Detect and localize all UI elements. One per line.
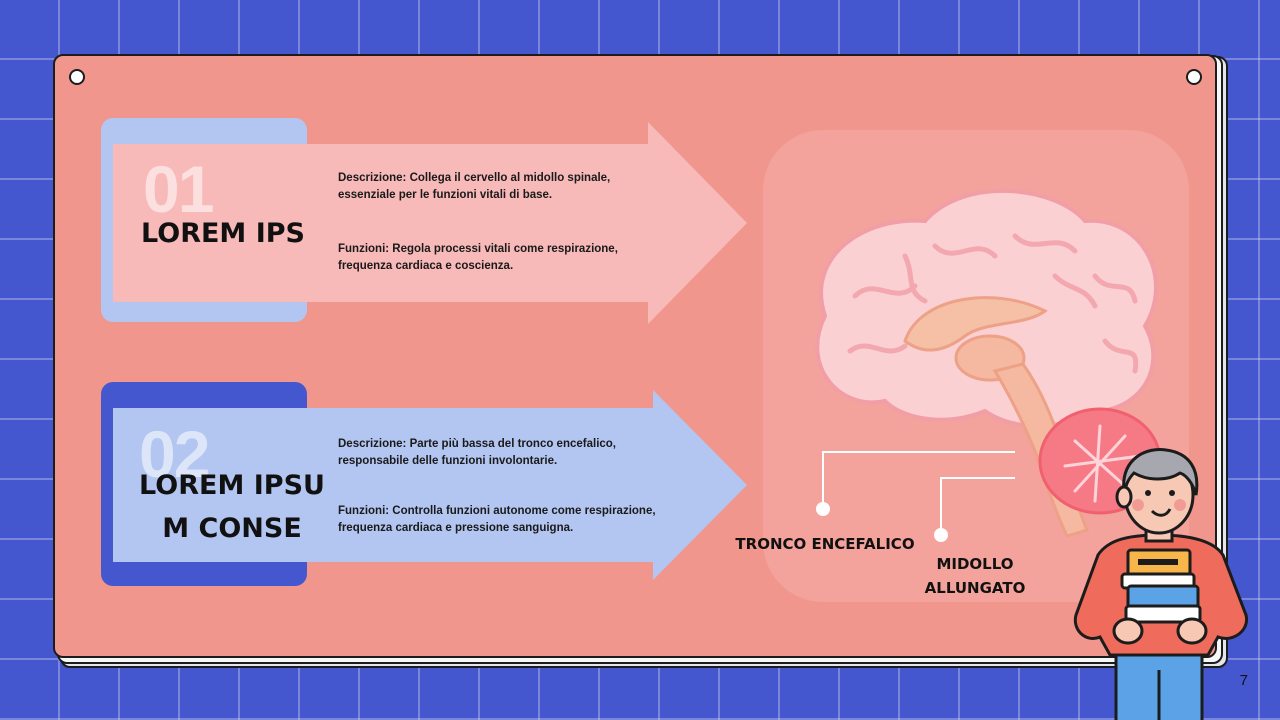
card-2-number: 02	[139, 417, 210, 491]
card-1-functions: Funzioni: Regola processi vitali come re…	[338, 243, 618, 272]
label-midollo-line-2: ALLUNGATO	[924, 579, 1026, 597]
card-1-number: 01	[143, 152, 214, 226]
page-number: 7	[1239, 672, 1248, 689]
card-1-description: Descrizione: Collega il cervello al mido…	[338, 172, 611, 201]
pin-icon	[69, 69, 85, 85]
slide-board: 01 LOREM IPS Descrizione: Collega il cer…	[53, 54, 1217, 658]
card-2-description: Descrizione: Parte più bassa del tronco …	[338, 438, 617, 467]
brain-illustration-icon	[763, 130, 1189, 602]
card-2-title-line-2: M CONSE	[162, 513, 302, 544]
teacher-with-books-icon	[1073, 448, 1249, 720]
card-2-title-line-1: LOREM IPSU	[139, 470, 325, 501]
label-connectors	[816, 451, 1015, 542]
label-midollo-line-1: MIDOLLO	[936, 555, 1014, 573]
label-tronco-encefalico: TRONCO ENCEFALICO	[735, 535, 915, 553]
pin-icon	[1186, 69, 1202, 85]
card-1-arrow	[113, 122, 747, 324]
card-2-arrow	[113, 390, 747, 580]
card-1-title: LOREM IPS	[141, 218, 305, 249]
card-2-functions: Funzioni: Controlla funzioni autonome co…	[338, 505, 656, 534]
